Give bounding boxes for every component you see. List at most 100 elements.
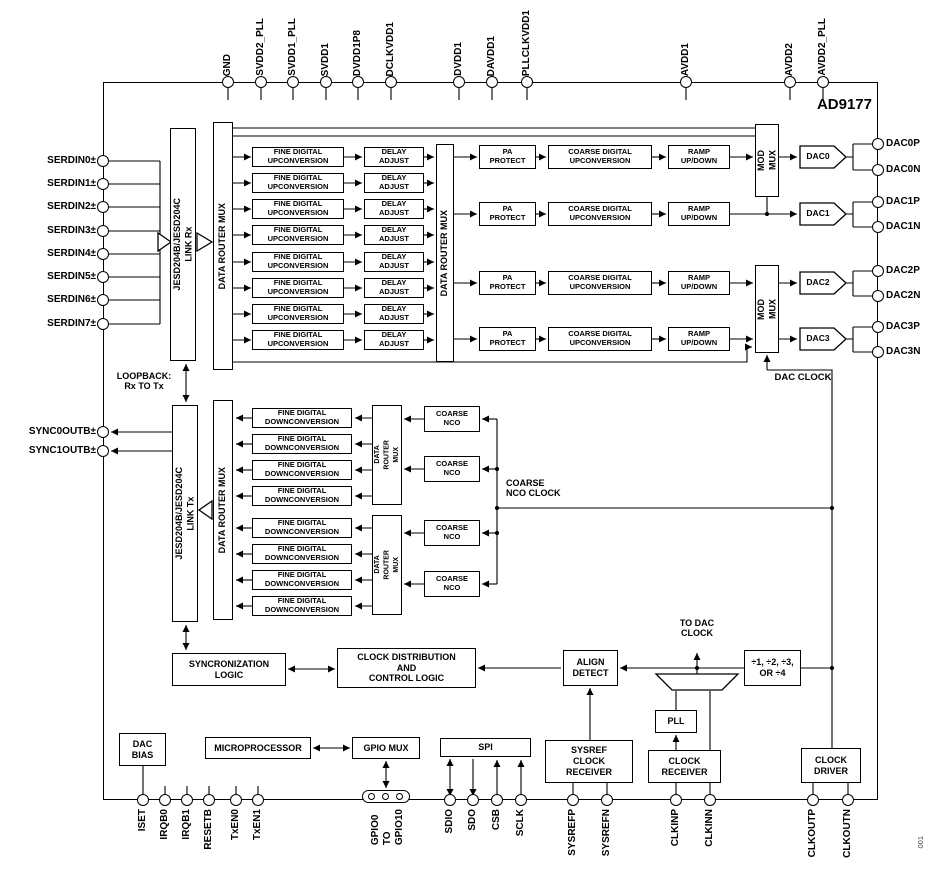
jesd-link-tx-block: JESD204B/JESD204C LINK Tx [172, 405, 198, 622]
pin-label: SERDIN4± [47, 248, 96, 259]
clock-mux-shape [654, 673, 740, 691]
pin-label: IRQB0 [159, 809, 170, 840]
pin-circle [872, 221, 884, 233]
pin-circle [784, 76, 796, 88]
coarse-nco-block: COARSE NCO [424, 406, 480, 432]
fine-upconversion-block: FINE DIGITAL UPCONVERSION [252, 147, 344, 167]
ramp-updown-block: RAMP UP/DOWN [668, 271, 730, 295]
pin-label: SDO [467, 809, 478, 831]
pin-circle [137, 794, 149, 806]
pin-label: AVDD1 [680, 42, 691, 76]
ramp-updown-block: RAMP UP/DOWN [668, 327, 730, 351]
pin-circle [222, 76, 234, 88]
pin-circle [396, 793, 403, 800]
pin-label: PLLCLKVDD1 [521, 9, 532, 76]
pin-circle [567, 794, 579, 806]
bypass-lines [233, 127, 755, 137]
gpio-pin-group [362, 790, 410, 803]
pin-circle [97, 201, 109, 213]
data-router-mux-2-block: DATA ROUTER MUX [436, 144, 454, 362]
pa-protect-block: PA PROTECT [479, 271, 536, 295]
pa-protect-block: PA PROTECT [479, 327, 536, 351]
pin-label: CLKOUTN [842, 809, 853, 858]
fine-upconversion-block: FINE DIGITAL UPCONVERSION [252, 199, 344, 219]
pin-circle [368, 793, 375, 800]
pin-label: SERDIN5± [47, 271, 96, 282]
dac3-label: DAC3 [806, 333, 830, 343]
dac2-shape [799, 271, 847, 295]
data-router-mux-small-block: DATA ROUTER MUX [372, 405, 402, 505]
pin-circle [97, 294, 109, 306]
pin-circle [97, 445, 109, 457]
delay-adjust-block: DELAY ADJUST [364, 225, 424, 245]
pin-circle [842, 794, 854, 806]
jesd-link-rx-block: JESD204B/JESD204C LINK Rx [170, 128, 196, 361]
pin-label: AVDD2_PLL [817, 18, 828, 76]
pa-protect-block: PA PROTECT [479, 145, 536, 169]
fine-upconversion-block: FINE DIGITAL UPCONVERSION [252, 252, 344, 272]
fine-downconversion-block: FINE DIGITAL DOWNCONVERSION [252, 434, 352, 454]
pin-label: DAVDD1 [486, 35, 497, 76]
clock-distribution-block: CLOCK DISTRIBUTION AND CONTROL LOGIC [337, 648, 476, 688]
pin-label: CLKOUTP [807, 809, 818, 858]
pin-circle [181, 794, 193, 806]
fine-downconversion-block: FINE DIGITAL DOWNCONVERSION [252, 408, 352, 428]
pin-circle [230, 794, 242, 806]
pin-circle [680, 76, 692, 88]
pin-circle [203, 794, 215, 806]
pin-label: SERDIN2± [47, 201, 96, 212]
mod-mux-block: MOD MUX [755, 124, 779, 197]
pin-circle [159, 794, 171, 806]
pin-label: DVDD1P8 [352, 29, 363, 76]
pin-circle [670, 794, 682, 806]
coarse-upconversion-block: COARSE DIGITAL UPCONVERSION [548, 145, 652, 169]
dac-bias-block: DAC BIAS [119, 733, 166, 766]
pin-label: DAC3N [886, 346, 921, 357]
pin-label: DAC2P [886, 265, 920, 276]
data-router-mux-rx-block: DATA ROUTER MUX [213, 122, 233, 370]
pin-circle [255, 76, 267, 88]
fine-upconversion-block: FINE DIGITAL UPCONVERSION [252, 173, 344, 193]
pin-label: DAC0P [886, 138, 920, 149]
fine-downconversion-block: FINE DIGITAL DOWNCONVERSION [252, 518, 352, 538]
pin-circle [385, 76, 397, 88]
pin-circle [872, 265, 884, 277]
microprocessor-block: MICROPROCESSOR [205, 737, 311, 759]
fine-upconversion-block: FINE DIGITAL UPCONVERSION [252, 278, 344, 298]
pin-circle [252, 794, 264, 806]
pin-label: RESETB [203, 809, 214, 850]
pin-circle [382, 793, 389, 800]
pin-circle [872, 346, 884, 358]
pin-label: DAC2N [886, 290, 921, 301]
pin-circle [97, 271, 109, 283]
dac1-shape [799, 202, 847, 226]
pin-circle [872, 196, 884, 208]
serdin-bus [103, 160, 161, 325]
coarse-upconversion-block: COARSE DIGITAL UPCONVERSION [548, 327, 652, 351]
coarse-nco-block: COARSE NCO [424, 520, 480, 546]
linkrx-to-drm-arrow [196, 231, 214, 253]
pin-label: TxEN0 [230, 809, 241, 841]
dac3-shape [799, 327, 847, 351]
pin-label-gpio: GPIO0 TO GPIO10 [370, 809, 405, 846]
delay-adjust-block: DELAY ADJUST [364, 199, 424, 219]
pin-label: DVDD1 [453, 42, 464, 76]
bypass-bottom [233, 343, 752, 363]
pin-label: SCLK [515, 809, 526, 837]
pin-circle [872, 164, 884, 176]
delay-adjust-block: DELAY ADJUST [364, 304, 424, 324]
pin-label: SVDD1_PLL [287, 18, 298, 76]
data-router-mux-small-block: DATA ROUTER MUX [372, 515, 402, 615]
pin-circle [521, 76, 533, 88]
dac2-label: DAC2 [806, 277, 830, 287]
delay-adjust-block: DELAY ADJUST [364, 147, 424, 167]
fine-upconversion-block: FINE DIGITAL UPCONVERSION [252, 330, 344, 350]
fine-upconversion-block: FINE DIGITAL UPCONVERSION [252, 225, 344, 245]
pin-circle [453, 76, 465, 88]
pin-circle [97, 248, 109, 260]
pll-block: PLL [655, 710, 697, 733]
fine-downconversion-block: FINE DIGITAL DOWNCONVERSION [252, 596, 352, 616]
delay-adjust-block: DELAY ADJUST [364, 173, 424, 193]
